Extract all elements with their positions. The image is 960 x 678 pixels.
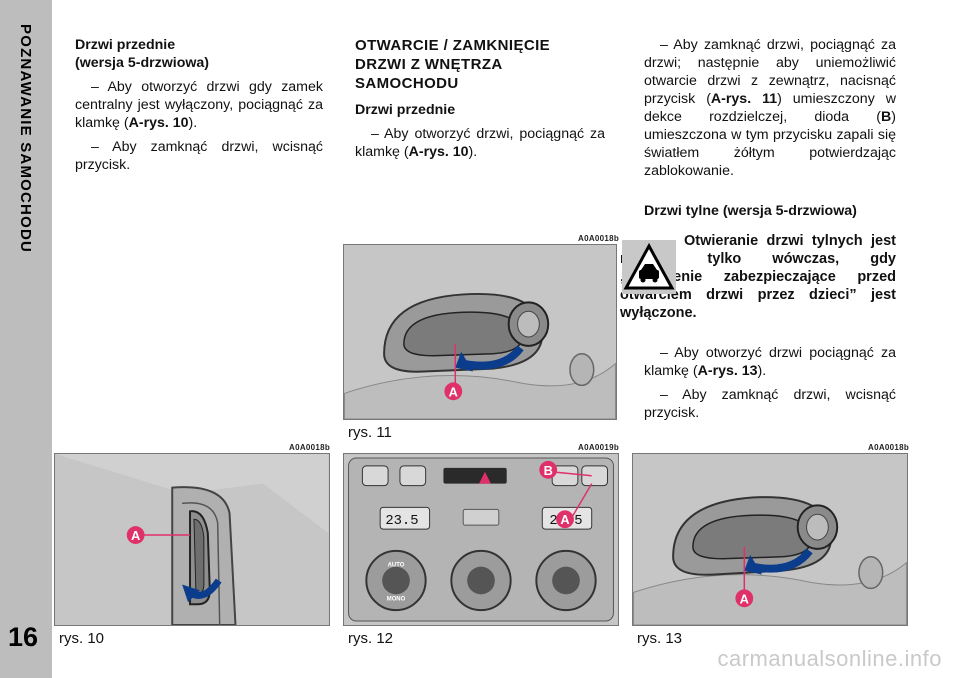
label-a: A <box>740 591 749 606</box>
auto-label: AUTO <box>388 563 405 569</box>
text-end: ). <box>468 144 478 160</box>
mono-label: MONO <box>387 596 406 602</box>
figure-caption: rys. 12 <box>348 630 394 647</box>
text: – Aby otworzyć drzwi, pociągnąć za klamk… <box>355 126 605 160</box>
text: – Aby otworzyć drzwi pociągnąć za klamkę… <box>644 345 896 379</box>
column-2: OTWARCIE / ZAMKNIĘCIE DRZWI Z WNĘTRZA SA… <box>355 36 605 167</box>
figure-12: 23.5 23.5 AUTO MONO B A <box>343 453 619 626</box>
paragraph-lock-doors: – Aby zamknąć drzwi, pociągnąć za drzwi;… <box>644 36 896 180</box>
page-number: 16 <box>8 622 39 652</box>
paragraph-close-rear: – Aby zamknąć drzwi, wcisnąć przycisk. <box>644 387 896 421</box>
section-title: POZNAWANIE SAMOCHODU <box>17 24 34 254</box>
heading-rear-doors: Drzwi tylne (wersja 5-drzwiowa) <box>644 203 857 219</box>
figure-10: A <box>54 453 330 626</box>
page-sidebar: POZNAWANIE SAMOCHODU 16 <box>0 0 52 678</box>
heading-line-2: (wersja 5-drzwiowa) <box>75 55 210 71</box>
text-c: ) umieszczona w tym przycisku zapali się… <box>644 109 896 179</box>
text: – Aby otworzyć drzwi gdy zamek centralny… <box>75 79 323 131</box>
figure-caption: rys. 13 <box>637 630 683 647</box>
door-handle-illustration: A <box>344 245 616 419</box>
figure-13: A <box>632 453 908 626</box>
label-ref: B <box>881 109 892 125</box>
figure-ref: A-rys. 11 <box>710 91 778 107</box>
figure-ref: A-rys. 10 <box>408 144 469 160</box>
column-3: – Aby zamknąć drzwi, pociągnąć za drzwi;… <box>620 36 896 428</box>
paragraph-open-rear: – Aby otworzyć drzwi pociągnąć za klamkę… <box>644 344 896 380</box>
column-1: Drzwi przednie (wersja 5-drzwiowa) – Aby… <box>75 36 323 180</box>
figure-ref: A-rys. 13 <box>697 363 758 379</box>
label-a: A <box>560 512 569 527</box>
warning-text: Otwieranie drzwi tylnych jest możliwe ty… <box>620 233 896 321</box>
heading-front-doors: Drzwi przednie <box>355 102 456 118</box>
figure-11: A <box>343 244 617 420</box>
warning-box: Otwieranie drzwi tylnych jest możliwe ty… <box>620 232 896 322</box>
figure-code: A0A0018b <box>578 234 620 243</box>
paragraph-open-front: – Aby otworzyć drzwi gdy zamek centralny… <box>75 78 323 132</box>
watermark: carmanualsonline.info <box>717 646 942 671</box>
rear-door-inner-handle-illustration: A <box>633 454 907 625</box>
warning-triangle-icon <box>622 240 676 294</box>
text-b: ) umieszczony w dekce rozdzielczej, diod… <box>644 91 897 125</box>
paragraph-close-front: – Aby zamknąć drzwi, wcisnąć przycisk. <box>75 139 323 173</box>
text-end: ). <box>757 363 767 379</box>
heading-front-doors-5door: Drzwi przednie (wersja 5-drzwiowa) <box>75 36 323 72</box>
figure-caption: rys. 11 <box>348 424 392 441</box>
heading-line-1: Drzwi przednie <box>75 37 176 53</box>
label-a: A <box>449 384 458 399</box>
figure-code: A0A0018b <box>868 443 910 452</box>
label-b: B <box>544 463 553 478</box>
text-a: – Aby zamknąć drzwi, pociągnąć za drzwi;… <box>644 37 896 107</box>
figure-code: A0A0018b <box>289 443 331 452</box>
section-heading: OTWARCIE / ZAMKNIĘCIE DRZWI Z WNĘTRZA SA… <box>355 37 551 92</box>
figure-code: A0A0019b <box>578 443 620 452</box>
paragraph-open-from-inside: – Aby otworzyć drzwi, pociągnąć za klamk… <box>355 125 605 161</box>
temp-left-display: 23.5 <box>385 513 418 529</box>
label-a: A <box>131 528 140 543</box>
figure-ref: A-rys. 10 <box>128 115 189 131</box>
climate-control-panel-illustration: 23.5 23.5 AUTO MONO B A <box>344 454 618 625</box>
text-end: ). <box>188 115 198 131</box>
figure-caption: rys. 10 <box>59 630 105 647</box>
rear-door-handle-illustration: A <box>55 454 329 625</box>
